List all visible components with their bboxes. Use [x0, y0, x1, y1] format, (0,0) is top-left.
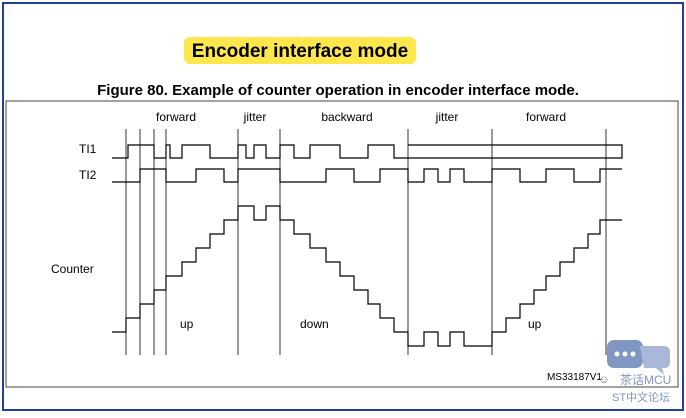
ti1-label: TI1	[79, 142, 97, 156]
phase-label-forward-1: forward	[156, 110, 196, 124]
figure-title: Figure 80. Example of counter operation …	[97, 82, 579, 99]
direction-up-2: up	[528, 317, 542, 331]
phase-label-backward: backward	[321, 110, 372, 124]
figure-code: MS33187V1	[547, 372, 602, 383]
ti2-waveform	[112, 168, 622, 183]
watermark-forum: ST中文论坛	[612, 390, 670, 404]
outer-frame	[2, 2, 684, 411]
direction-up-1: up	[180, 317, 194, 331]
counter-label: Counter	[51, 262, 94, 276]
phase-markers	[125, 129, 607, 355]
direction-down: down	[300, 317, 329, 331]
phase-label-jitter-1: jitter	[243, 110, 267, 124]
figure-box	[5, 100, 679, 388]
phase-label-jitter-2: jitter	[435, 110, 459, 124]
phase-label-forward-2: forward	[526, 110, 566, 124]
watermark-name: 茶话MCU	[620, 372, 671, 387]
ti2-label: TI2	[79, 168, 97, 182]
ti1-waveform	[112, 144, 623, 159]
watermark-wechat-symbol: ☺	[598, 374, 609, 386]
chat-bubble-icon	[607, 340, 670, 375]
heading-highlight	[184, 37, 416, 64]
counter-waveform	[112, 205, 622, 347]
heading: Encoder interface mode	[192, 41, 408, 62]
